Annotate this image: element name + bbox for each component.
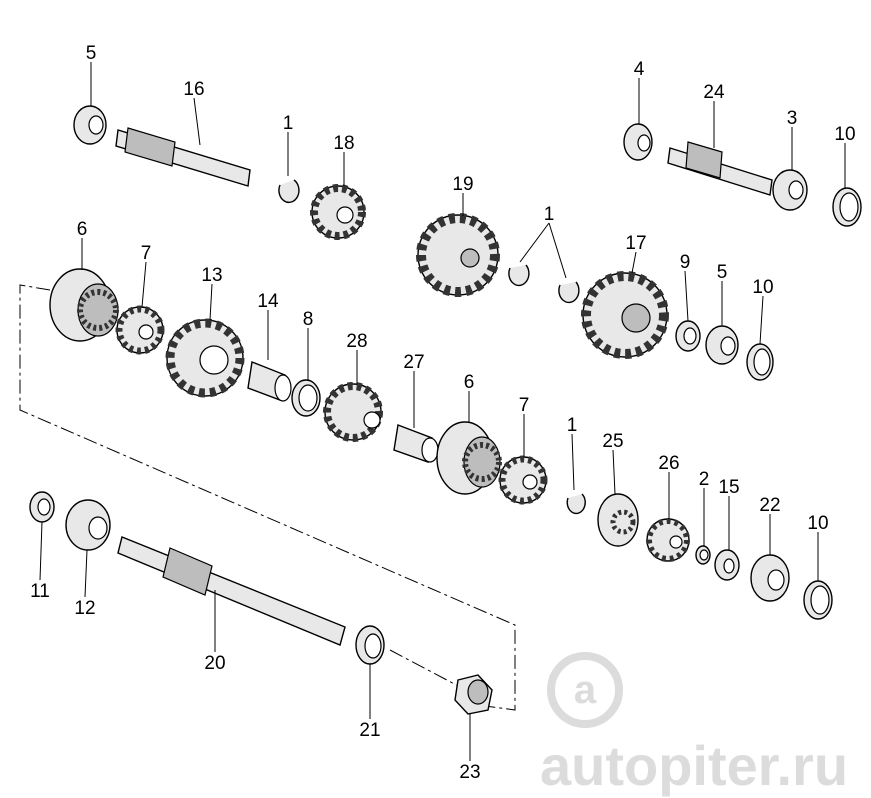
gear-19 bbox=[416, 213, 500, 297]
bearing-22 bbox=[750, 554, 790, 602]
needle-bearing-27 bbox=[393, 424, 439, 463]
nut-23 bbox=[454, 674, 493, 715]
shaft-16 bbox=[115, 127, 251, 187]
callout-17: 17 bbox=[625, 233, 646, 254]
callout-1: 1 bbox=[567, 415, 578, 436]
callout-27: 27 bbox=[403, 352, 424, 373]
ring-9 bbox=[675, 320, 701, 352]
snap-ring-1d bbox=[566, 493, 586, 515]
shaft-20 bbox=[117, 536, 346, 646]
synchronizer-6-mid bbox=[436, 421, 502, 495]
ring-2 bbox=[695, 545, 711, 565]
snap-ring-1 bbox=[278, 179, 300, 204]
callout-25: 25 bbox=[602, 431, 623, 452]
callout-16: 16 bbox=[183, 79, 204, 100]
callout-10: 10 bbox=[752, 277, 773, 298]
callout-13: 13 bbox=[201, 265, 222, 286]
leader-lines bbox=[39, 62, 846, 761]
needle-bearing-14 bbox=[247, 361, 292, 402]
callout-19: 19 bbox=[452, 174, 473, 195]
callout-11: 11 bbox=[30, 581, 50, 602]
callout-4: 4 bbox=[634, 59, 645, 80]
callout-14: 14 bbox=[257, 291, 279, 312]
axis-line bbox=[389, 649, 463, 689]
bushing-15 bbox=[714, 549, 740, 581]
callout-10: 10 bbox=[807, 513, 828, 534]
shaft-24 bbox=[667, 141, 773, 196]
assembly-boundary bbox=[19, 284, 516, 711]
bearing-12 bbox=[65, 499, 111, 551]
callout-24: 24 bbox=[703, 82, 725, 103]
callout-5: 5 bbox=[717, 262, 728, 283]
gear-7-left bbox=[115, 305, 165, 355]
watermark-logo-letter: a bbox=[574, 668, 597, 712]
washer-21 bbox=[355, 625, 385, 665]
watermark-logo-icon bbox=[547, 652, 623, 728]
synchronizer-6-left bbox=[49, 268, 119, 342]
gear-13 bbox=[165, 318, 245, 398]
callout-2: 2 bbox=[699, 469, 710, 490]
bearing-5-top bbox=[73, 105, 107, 145]
callout-28: 28 bbox=[346, 331, 367, 352]
plate-25 bbox=[597, 493, 639, 547]
callout-22: 22 bbox=[759, 495, 780, 516]
washer-8 bbox=[291, 379, 321, 417]
callout-6: 6 bbox=[77, 219, 88, 240]
callout-23: 23 bbox=[459, 762, 480, 783]
callout-21: 21 bbox=[359, 720, 380, 741]
bearing-4 bbox=[623, 123, 653, 161]
watermark: a autopiter.ru bbox=[540, 652, 848, 797]
seal-11 bbox=[29, 491, 55, 523]
gear-17 bbox=[581, 271, 669, 359]
bearing-5-right bbox=[705, 325, 739, 365]
callout-7: 7 bbox=[141, 243, 152, 264]
callout-9: 9 bbox=[680, 252, 691, 273]
gear-26 bbox=[646, 518, 690, 562]
callout-8: 8 bbox=[303, 309, 314, 330]
callout-6: 6 bbox=[464, 372, 475, 393]
callout-3: 3 bbox=[787, 108, 798, 129]
washer-10-mid bbox=[746, 343, 774, 381]
snap-ring-1b bbox=[508, 264, 530, 287]
callout-1: 1 bbox=[283, 113, 294, 134]
callout-5: 5 bbox=[86, 43, 97, 64]
callouts: 5 16 1 18 4 24 3 10 19 1 6 7 13 17 9 5 1… bbox=[30, 43, 855, 783]
gear-28 bbox=[323, 382, 383, 442]
callout-18: 18 bbox=[333, 133, 354, 154]
callout-15: 15 bbox=[718, 477, 739, 498]
callout-1: 1 bbox=[544, 204, 555, 225]
callout-12: 12 bbox=[74, 598, 95, 619]
watermark-text: autopiter.ru bbox=[540, 734, 848, 797]
washer-10-top bbox=[832, 187, 862, 227]
gear-18 bbox=[310, 184, 366, 240]
bearing-3 bbox=[772, 169, 808, 211]
washer-10-bottom bbox=[803, 580, 833, 620]
callout-26: 26 bbox=[658, 453, 679, 474]
snap-ring-1c bbox=[558, 281, 580, 304]
callout-20: 20 bbox=[204, 653, 225, 674]
callout-7: 7 bbox=[519, 395, 530, 416]
gear-7-mid bbox=[498, 455, 548, 505]
callout-10: 10 bbox=[834, 124, 855, 145]
